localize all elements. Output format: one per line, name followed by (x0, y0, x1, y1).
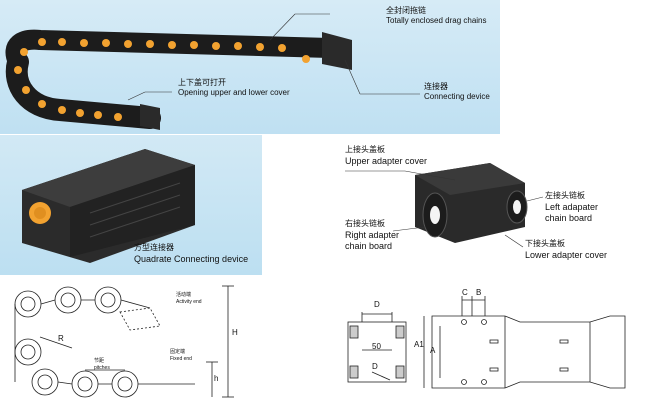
side-view-drawing: 活动端 Activity end 节距 pitches 固定端 Fixed en… (0, 282, 262, 403)
fixed-end-cn: 固定端 (170, 349, 186, 355)
pitch-cn: 节距 (94, 358, 105, 364)
radius-label: R (58, 334, 64, 343)
h-upper-label: H (232, 328, 238, 337)
b-label: B (476, 288, 482, 297)
opening-label-cn: 上下盖可打开 (178, 78, 226, 87)
drag-chain-illustration (5, 13, 420, 130)
c-label: C (462, 288, 468, 297)
enclosed-label-en: Totally enclosed drag chains (386, 16, 487, 25)
adapter-diagram: 上接头盖板 Upper adapter cover 左接头链板 Left ada… (265, 135, 647, 275)
left-adapter-en2: chain board (545, 213, 593, 223)
d-top-label: D (374, 300, 380, 309)
upper-adapter-cn: 上接头盖板 (345, 145, 385, 154)
quadrate-connector-illustration (22, 149, 195, 263)
opening-label-en: Opening upper and lower cover (178, 88, 290, 97)
left-adapter-en1: Left adapater (545, 202, 599, 212)
lower-adapter-cn: 下接头盖板 (525, 239, 565, 248)
activity-end-en: Activity end (176, 299, 202, 305)
lower-adapter-en: Lower adapter cover (525, 250, 608, 260)
chain-lower-run (5, 51, 161, 129)
a1-label: A1 (414, 340, 424, 349)
a-label: A (430, 346, 436, 355)
enclosed-drag-chain-photo: 全封闭拖链 Totally enclosed drag chains 上下盖可打… (0, 0, 500, 134)
activity-end-cn: 活动端 (176, 292, 192, 298)
adapter-illustration (345, 163, 544, 248)
upper-adapter-en: Upper adapter cover (345, 156, 428, 166)
d-bottom-label: D (372, 362, 378, 371)
quadrate-label-en: Quadrate Connecting device (134, 254, 249, 264)
h-lower-label: h (214, 374, 219, 383)
left-adapter-cn: 左接头链板 (545, 191, 585, 200)
pitch-en: pitches (94, 365, 110, 371)
connect-label-cn: 连接器 (424, 82, 448, 91)
chain-rollers-upper (20, 38, 310, 63)
chain-rollers-lower (14, 66, 122, 121)
enclosed-label-cn: 全封闭拖链 (386, 6, 426, 15)
end-connector-block (322, 32, 352, 70)
right-adapter-cn: 右接头链板 (345, 219, 385, 228)
cross-section-linework (347, 296, 626, 389)
quadrate-connector-photo: 方型连接器 Quadrate Connecting device (0, 135, 262, 275)
right-adapter-en2: chain board (345, 241, 393, 251)
fifty-label: 50 (372, 342, 381, 351)
fixed-end-en: Fixed end (170, 356, 192, 362)
side-view-linework (14, 285, 234, 398)
right-adapter-en1: Right adapter (345, 230, 400, 240)
connect-label-en: Connecting device (424, 92, 490, 101)
lower-connector-block (140, 104, 160, 130)
quadrate-label-cn: 方型连接器 (134, 243, 174, 252)
cross-section-drawing: D 50 D C B A1 A (340, 282, 647, 403)
